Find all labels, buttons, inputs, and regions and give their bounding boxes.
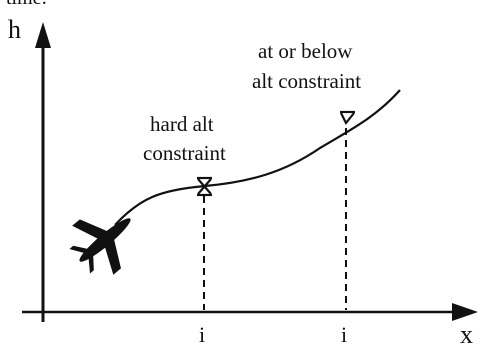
hard-constraint-tick-label: i xyxy=(199,322,205,347)
h-axis-arrowhead xyxy=(35,22,51,48)
at-or-below-label-line-1: at or below xyxy=(258,39,353,63)
at-or-below-tick-label: i xyxy=(341,322,347,347)
trajectory-curve xyxy=(114,89,401,226)
hard-constraint-label-line-2: constraint xyxy=(143,141,226,165)
at-or-below-label-line-2: alt constraint xyxy=(252,69,361,93)
h-axis-label: h xyxy=(8,15,21,44)
x-axis-arrowhead xyxy=(452,303,478,321)
hard-constraint-label-line-1: hard alt xyxy=(150,112,214,136)
airplane-icon xyxy=(69,218,131,275)
hard-constraint-marker-icon xyxy=(197,176,212,197)
at-or-below-marker-icon xyxy=(340,110,355,126)
x-axis-label: x xyxy=(460,320,473,347)
cropped-top-text: time: xyxy=(6,0,47,9)
